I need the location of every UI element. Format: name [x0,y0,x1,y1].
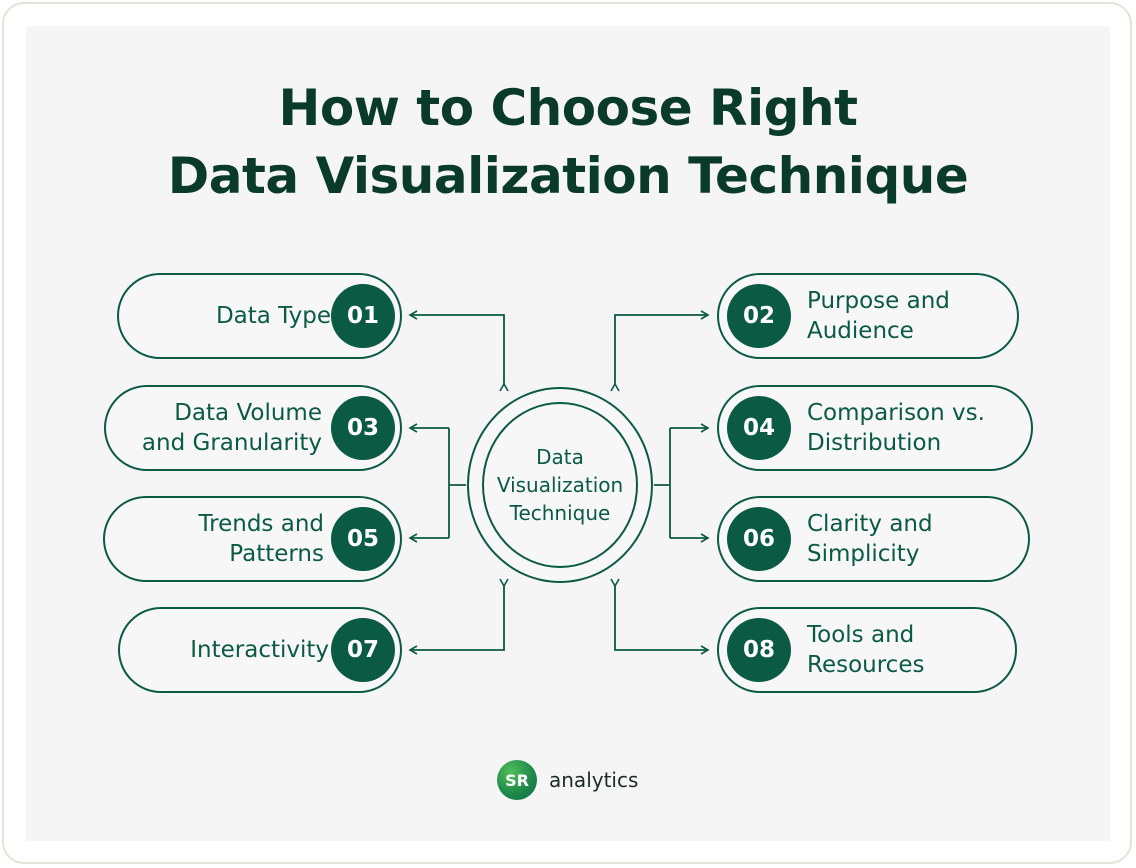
connector-02 [610,310,710,392]
item-number-badge: 06 [727,507,791,571]
connector-03-05 [448,428,466,538]
connector-08 [610,578,710,655]
item-number-badge: 03 [331,396,395,460]
item-label: Data Type [215,302,331,329]
item-interactivity: Interactivity 07 [118,607,402,693]
brand-logo-icon: SR [497,760,537,800]
hub-inner-ring: Data Visualization Technique [482,402,638,568]
title-line-2: Data Visualization Technique [167,147,969,205]
connector-01 [408,310,509,392]
title-line-1: How to Choose Right [278,79,858,137]
item-label: Comparison vs.Distribution [807,399,985,456]
item-number-badge: 01 [331,284,395,348]
item-number-badge: 08 [727,618,791,682]
hub-label: Data Visualization Technique [496,445,624,525]
page-title: How to Choose Right Data Visualization T… [0,74,1136,210]
item-number-badge: 04 [727,396,791,460]
item-label: Interactivity [190,636,329,663]
connector-07 [408,578,509,655]
brand: SR analytics [497,760,638,800]
brand-name: analytics [549,768,639,792]
connector-04-06 [654,428,671,538]
item-comparison-distribution: 04 Comparison vs.Distribution [717,385,1033,471]
item-number-badge: 07 [331,618,395,682]
item-number-badge: 02 [727,284,791,348]
item-number-badge: 05 [331,507,395,571]
item-data-type: Data Type 01 [117,273,402,359]
